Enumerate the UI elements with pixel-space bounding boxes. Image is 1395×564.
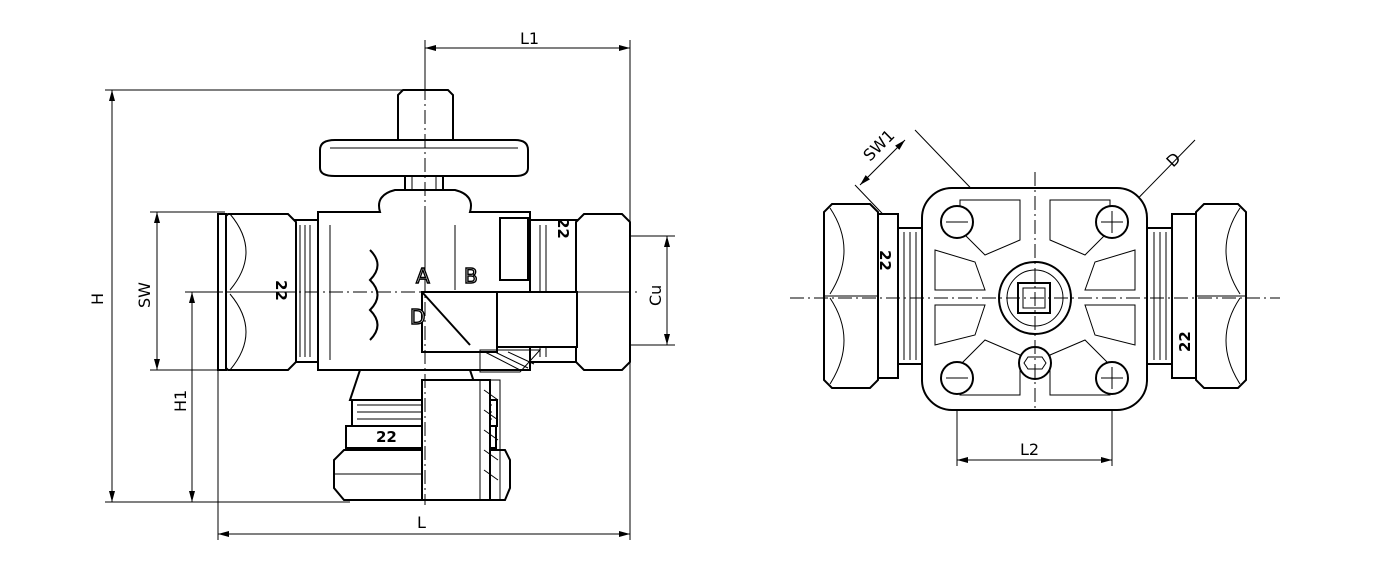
port-label-a: A <box>416 264 430 288</box>
top-view-nut-label-right: 22 <box>1176 331 1194 352</box>
dimension-label-sw1: SW1 <box>859 126 898 165</box>
dimension-label-cu: Cu <box>646 285 665 306</box>
dimension-label-l: L <box>417 513 426 532</box>
dimension-sw: SW <box>135 211 225 371</box>
dimension-l2: L2 <box>956 380 1113 466</box>
section-cut <box>421 291 578 373</box>
port-label-b: B <box>464 264 478 288</box>
dimension-label-d: D <box>1162 149 1184 171</box>
side-view: L1 H SW H1 L <box>88 29 675 540</box>
dimension-l: L <box>217 370 630 540</box>
port-label-d: D <box>410 305 425 329</box>
dimension-label-sw: SW <box>135 282 154 308</box>
dimension-label-h: H <box>88 293 107 305</box>
dimension-h: H <box>88 89 420 503</box>
top-view-nut-label-left: 22 <box>876 250 894 271</box>
dimension-label-h1: H1 <box>171 390 190 412</box>
dimension-label-l1: L1 <box>520 29 539 48</box>
dimension-label-l2: L2 <box>1020 440 1039 459</box>
dimension-h1: H1 <box>171 291 220 502</box>
top-right-connection: 22 <box>1145 203 1247 389</box>
top-view: SW1 D L2 22 <box>790 126 1280 466</box>
bottom-connection: 22 <box>333 369 511 501</box>
nut-size-label-right: 22 <box>554 218 572 239</box>
top-left-connection: 22 <box>823 203 923 389</box>
nut-size-label-bottom: 22 <box>376 428 397 446</box>
nut-size-label-left: 22 <box>272 280 290 301</box>
dimension-cu: Cu <box>630 235 675 346</box>
